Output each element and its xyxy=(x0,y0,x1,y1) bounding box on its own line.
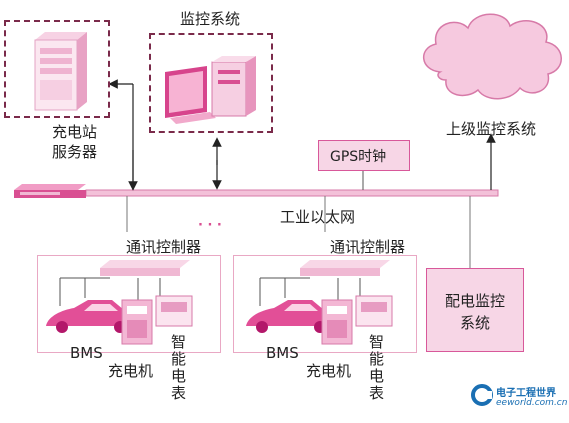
right-station-box xyxy=(233,255,417,353)
computer-icon xyxy=(165,56,256,124)
ethernet-bus xyxy=(85,189,499,197)
right-bms-label: BMS xyxy=(266,344,299,362)
right-controller-label: 通讯控制器 xyxy=(330,238,406,256)
gps-label: GPS时钟 xyxy=(330,149,387,165)
server-label: 充电站 服务器 xyxy=(52,123,98,161)
server-frame xyxy=(4,20,110,118)
right-car-icon xyxy=(246,300,337,333)
left-meter-label: 智能电表 xyxy=(169,334,187,402)
distribution-box xyxy=(426,268,524,352)
left-controller-icon xyxy=(100,260,190,276)
gps-box xyxy=(318,140,410,171)
router-icon xyxy=(14,184,86,198)
left-charger-icon xyxy=(121,299,153,345)
right-charger-icon xyxy=(321,299,353,345)
ethernet-label: 工业以太网 xyxy=(280,208,356,226)
right-charger-label: 充电机 xyxy=(306,362,352,380)
monitor-title: 监控系统 xyxy=(180,10,241,28)
server-icon xyxy=(34,32,87,111)
left-station-box xyxy=(37,255,221,353)
watermark-site: eeworld.com.cn xyxy=(496,398,568,408)
distribution-label-text: 配电监控系统 xyxy=(444,292,505,332)
left-charger-label: 充电机 xyxy=(108,362,154,380)
watermark-cn: 电子工程世界 xyxy=(496,388,556,399)
right-meter-icon xyxy=(355,295,393,327)
left-bms-label: BMS xyxy=(70,344,103,362)
cloud-icon xyxy=(423,13,562,100)
right-controller-icon xyxy=(300,260,390,276)
watermark-logo-icon xyxy=(471,384,493,406)
monitor-frame xyxy=(149,33,273,133)
distribution-label: 配电监控系统 xyxy=(426,290,524,334)
ellipsis: · · · xyxy=(198,218,222,233)
left-meter-icon xyxy=(155,295,193,327)
left-controller-label: 通讯控制器 xyxy=(126,238,202,256)
cloud-label: 上级监控系统 xyxy=(446,120,537,138)
right-meter-label: 智能电表 xyxy=(367,334,385,402)
